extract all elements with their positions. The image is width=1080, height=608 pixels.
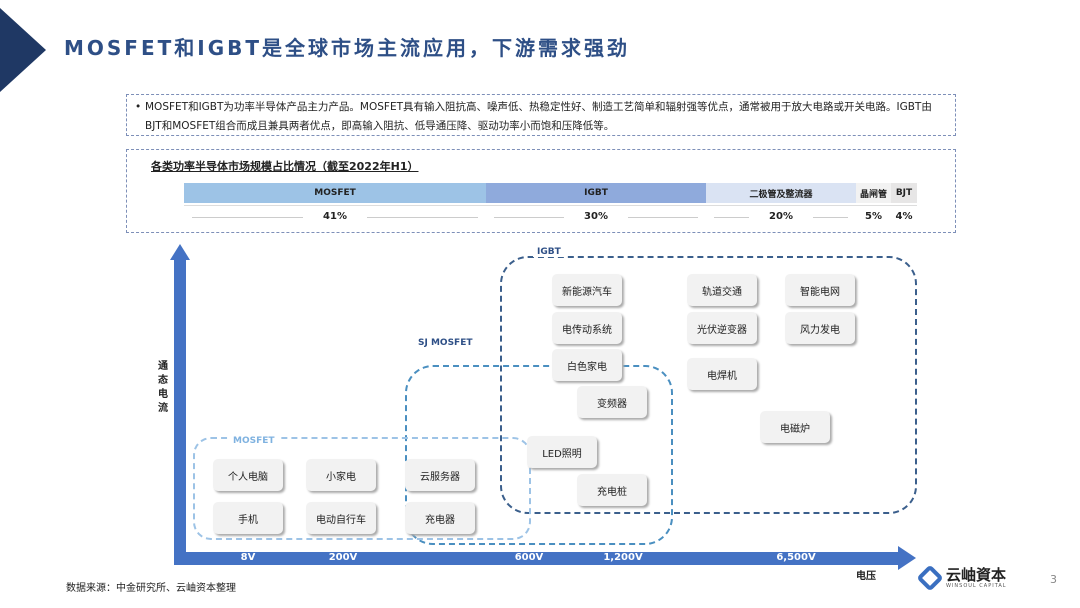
share-header-cell: MOSFET — [184, 183, 486, 203]
share-value: 4% — [893, 211, 915, 222]
application-item: 个人电脑 — [213, 459, 283, 491]
x-axis-arrow — [898, 546, 916, 570]
share-header-cell: 二极管及整流器 — [706, 183, 856, 203]
application-item: 充电器 — [405, 502, 475, 534]
share-header-cell: IGBT — [486, 183, 706, 203]
application-item: 风力发电 — [785, 312, 855, 344]
logo-en: WINSOUL CAPITAL — [946, 583, 1007, 589]
application-item: 新能源汽车 — [552, 274, 622, 306]
application-item: 小家电 — [306, 459, 376, 491]
share-value-cell: 41% — [184, 205, 486, 227]
application-item: LED照明 — [527, 436, 597, 468]
application-item: 电传动系统 — [552, 312, 622, 344]
application-item: 白色家电 — [552, 349, 622, 381]
source-note: 数据来源：中金研究所、云岫资本整理 — [66, 583, 236, 594]
application-item: 光伏逆变器 — [687, 312, 757, 344]
application-item: 电动自行车 — [306, 502, 376, 534]
header-triangle — [0, 8, 46, 92]
share-value-cell: 20% — [706, 205, 856, 227]
application-item: 手机 — [213, 502, 283, 534]
application-item: 充电桩 — [577, 474, 647, 506]
y-axis — [174, 258, 186, 565]
logo-text: 云岫資本 — [946, 566, 1007, 584]
region-sj-mosfet-label: SJ MOSFET — [414, 338, 477, 348]
share-value: 41% — [303, 211, 367, 222]
x-tick-label: 8V — [240, 552, 256, 563]
logo: 云岫資本 WINSOUL CAPITAL — [916, 564, 1007, 592]
share-title: 各类功率半导体市场规模占比情况（截至2022年H1） — [151, 160, 419, 173]
application-item: 变频器 — [577, 386, 647, 418]
application-item: 智能电网 — [785, 274, 855, 306]
region-sj-mosfet — [405, 365, 673, 545]
region-mosfet — [193, 437, 531, 540]
x-axis-label: 电压 — [856, 571, 876, 582]
page-number: 3 — [1050, 573, 1057, 586]
logo-icon — [916, 564, 944, 592]
application-item: 轨道交通 — [687, 274, 757, 306]
page-title: MOSFET和IGBT是全球市场主流应用，下游需求强劲 — [64, 36, 631, 60]
share-value: 5% — [863, 211, 884, 222]
x-tick-label: 600V — [514, 552, 544, 563]
region-igbt — [500, 256, 917, 514]
market-share-box: 各类功率半导体市场规模占比情况（截至2022年H1） MOSFET 41% IGBT… — [126, 149, 956, 233]
application-item: 电磁炉 — [760, 411, 830, 443]
share-value: 30% — [564, 211, 628, 222]
x-axis — [174, 552, 900, 565]
share-value: 20% — [749, 211, 813, 222]
x-tick-label: 200V — [328, 552, 358, 563]
share-value-cell: 5% — [856, 205, 891, 227]
share-header-cell: 晶闸管 — [856, 183, 891, 203]
info-text: MOSFET和IGBT为功率半导体产品主力产品。MOSFET具有输入阻抗高、噪声… — [145, 101, 932, 132]
share-value-cell: 30% — [486, 205, 706, 227]
region-igbt-label: IGBT — [533, 247, 565, 257]
region-mosfet-label: MOSFET — [229, 436, 279, 446]
info-box: • MOSFET和IGBT为功率半导体产品主力产品。MOSFET具有输入阻抗高、… — [126, 94, 956, 136]
x-tick-label: 6,500V — [776, 552, 816, 563]
x-tick-label: 1,200V — [603, 552, 643, 563]
share-header-cell: BJT — [891, 183, 917, 203]
share-value-cell: 4% — [891, 205, 917, 227]
y-axis-label: 通态电流 — [158, 361, 168, 414]
application-item: 云服务器 — [405, 459, 475, 491]
application-item: 电焊机 — [687, 358, 757, 390]
bullet: • — [135, 101, 142, 113]
y-axis-arrow — [170, 244, 190, 260]
